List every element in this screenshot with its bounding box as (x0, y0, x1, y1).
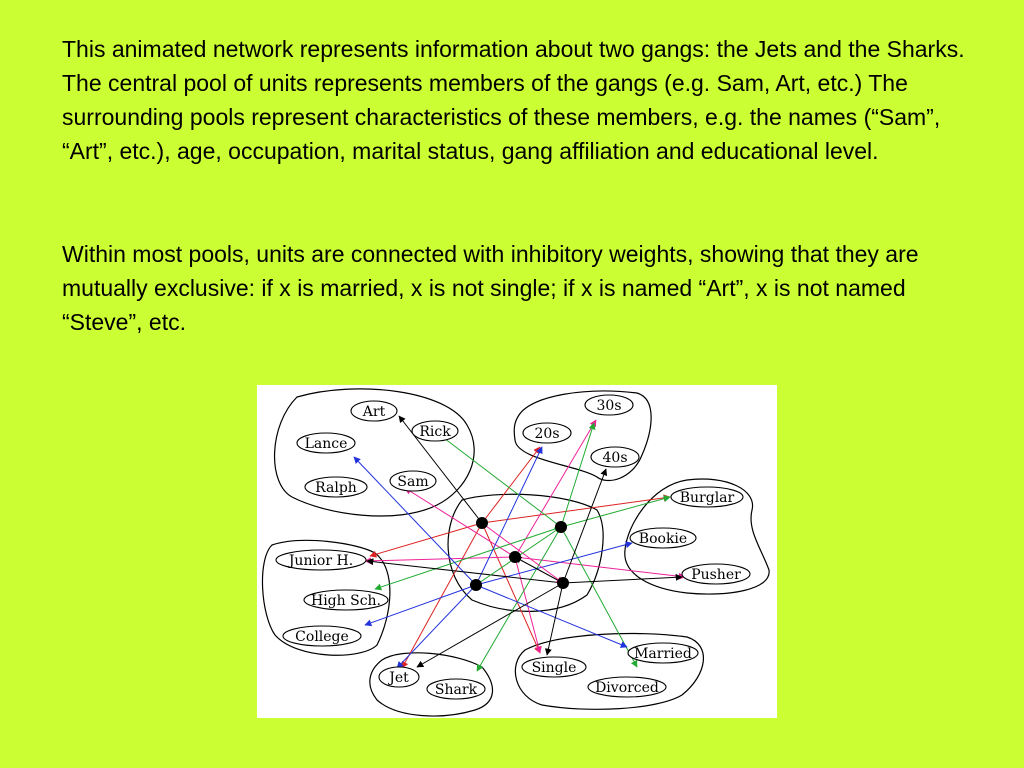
description-paragraph-1: This animated network represents informa… (62, 36, 965, 164)
names-pool (274, 388, 475, 517)
member-unit-3 (509, 551, 521, 563)
svg-text:Shark: Shark (435, 682, 478, 698)
member-unit-5 (557, 577, 569, 589)
svg-text:Junior H.: Junior H. (287, 553, 353, 569)
svg-text:Rick: Rick (419, 424, 451, 440)
node-art: Art (350, 400, 398, 422)
node-ralph: Ralph (304, 476, 368, 498)
svg-text:40s: 40s (603, 450, 628, 466)
svg-text:30s: 30s (597, 398, 622, 414)
member-unit-2 (555, 521, 567, 533)
node-single: Single (521, 656, 587, 678)
svg-text:20s: 20s (535, 426, 560, 442)
svg-text:Art: Art (362, 404, 386, 420)
svg-text:Pusher: Pusher (691, 567, 741, 583)
svg-text:Ralph: Ralph (315, 480, 357, 496)
svg-text:Divorced: Divorced (595, 680, 659, 696)
svg-text:Sam: Sam (397, 474, 428, 490)
svg-text:Married: Married (634, 646, 692, 662)
node-junior-h: Junior H. (275, 549, 367, 571)
svg-text:Bookie: Bookie (639, 531, 687, 547)
members-pool (447, 493, 604, 612)
node-divorced: Divorced (587, 676, 667, 698)
node-sam: Sam (389, 470, 437, 492)
marital-pool (514, 632, 704, 710)
svg-text:Burglar: Burglar (680, 490, 735, 506)
occupation-pool (624, 478, 770, 595)
node-20s: 20s (522, 422, 572, 444)
svg-text:High Sch.: High Sch. (311, 593, 381, 609)
member-unit-4 (470, 579, 482, 591)
node-high-sch: High Sch. (303, 589, 389, 611)
node-married: Married (627, 642, 699, 664)
svg-text:Single: Single (532, 660, 577, 676)
svg-text:Jet: Jet (387, 670, 409, 686)
node-college: College (282, 625, 362, 647)
svg-text:College: College (295, 629, 349, 645)
member-unit-1 (476, 517, 488, 529)
node-bookie: Bookie (629, 527, 697, 549)
education-pool (261, 539, 391, 656)
node-lance: Lance (296, 432, 356, 454)
description-paragraph-2: Within most pools, units are connected w… (62, 241, 919, 335)
gang-pool (369, 652, 494, 717)
node-rick: Rick (411, 420, 459, 442)
network-diagram: Art Rick Lance Sam Ralph 20s 30s 40s Bur… (257, 385, 777, 718)
svg-text:Lance: Lance (305, 436, 348, 452)
node-pusher: Pusher (681, 563, 751, 585)
node-40s: 40s (590, 446, 640, 468)
age-pool (513, 390, 652, 482)
node-jet: Jet (378, 666, 420, 688)
node-shark: Shark (426, 678, 486, 700)
node-burglar: Burglar (670, 486, 744, 508)
node-30s: 30s (584, 394, 634, 416)
